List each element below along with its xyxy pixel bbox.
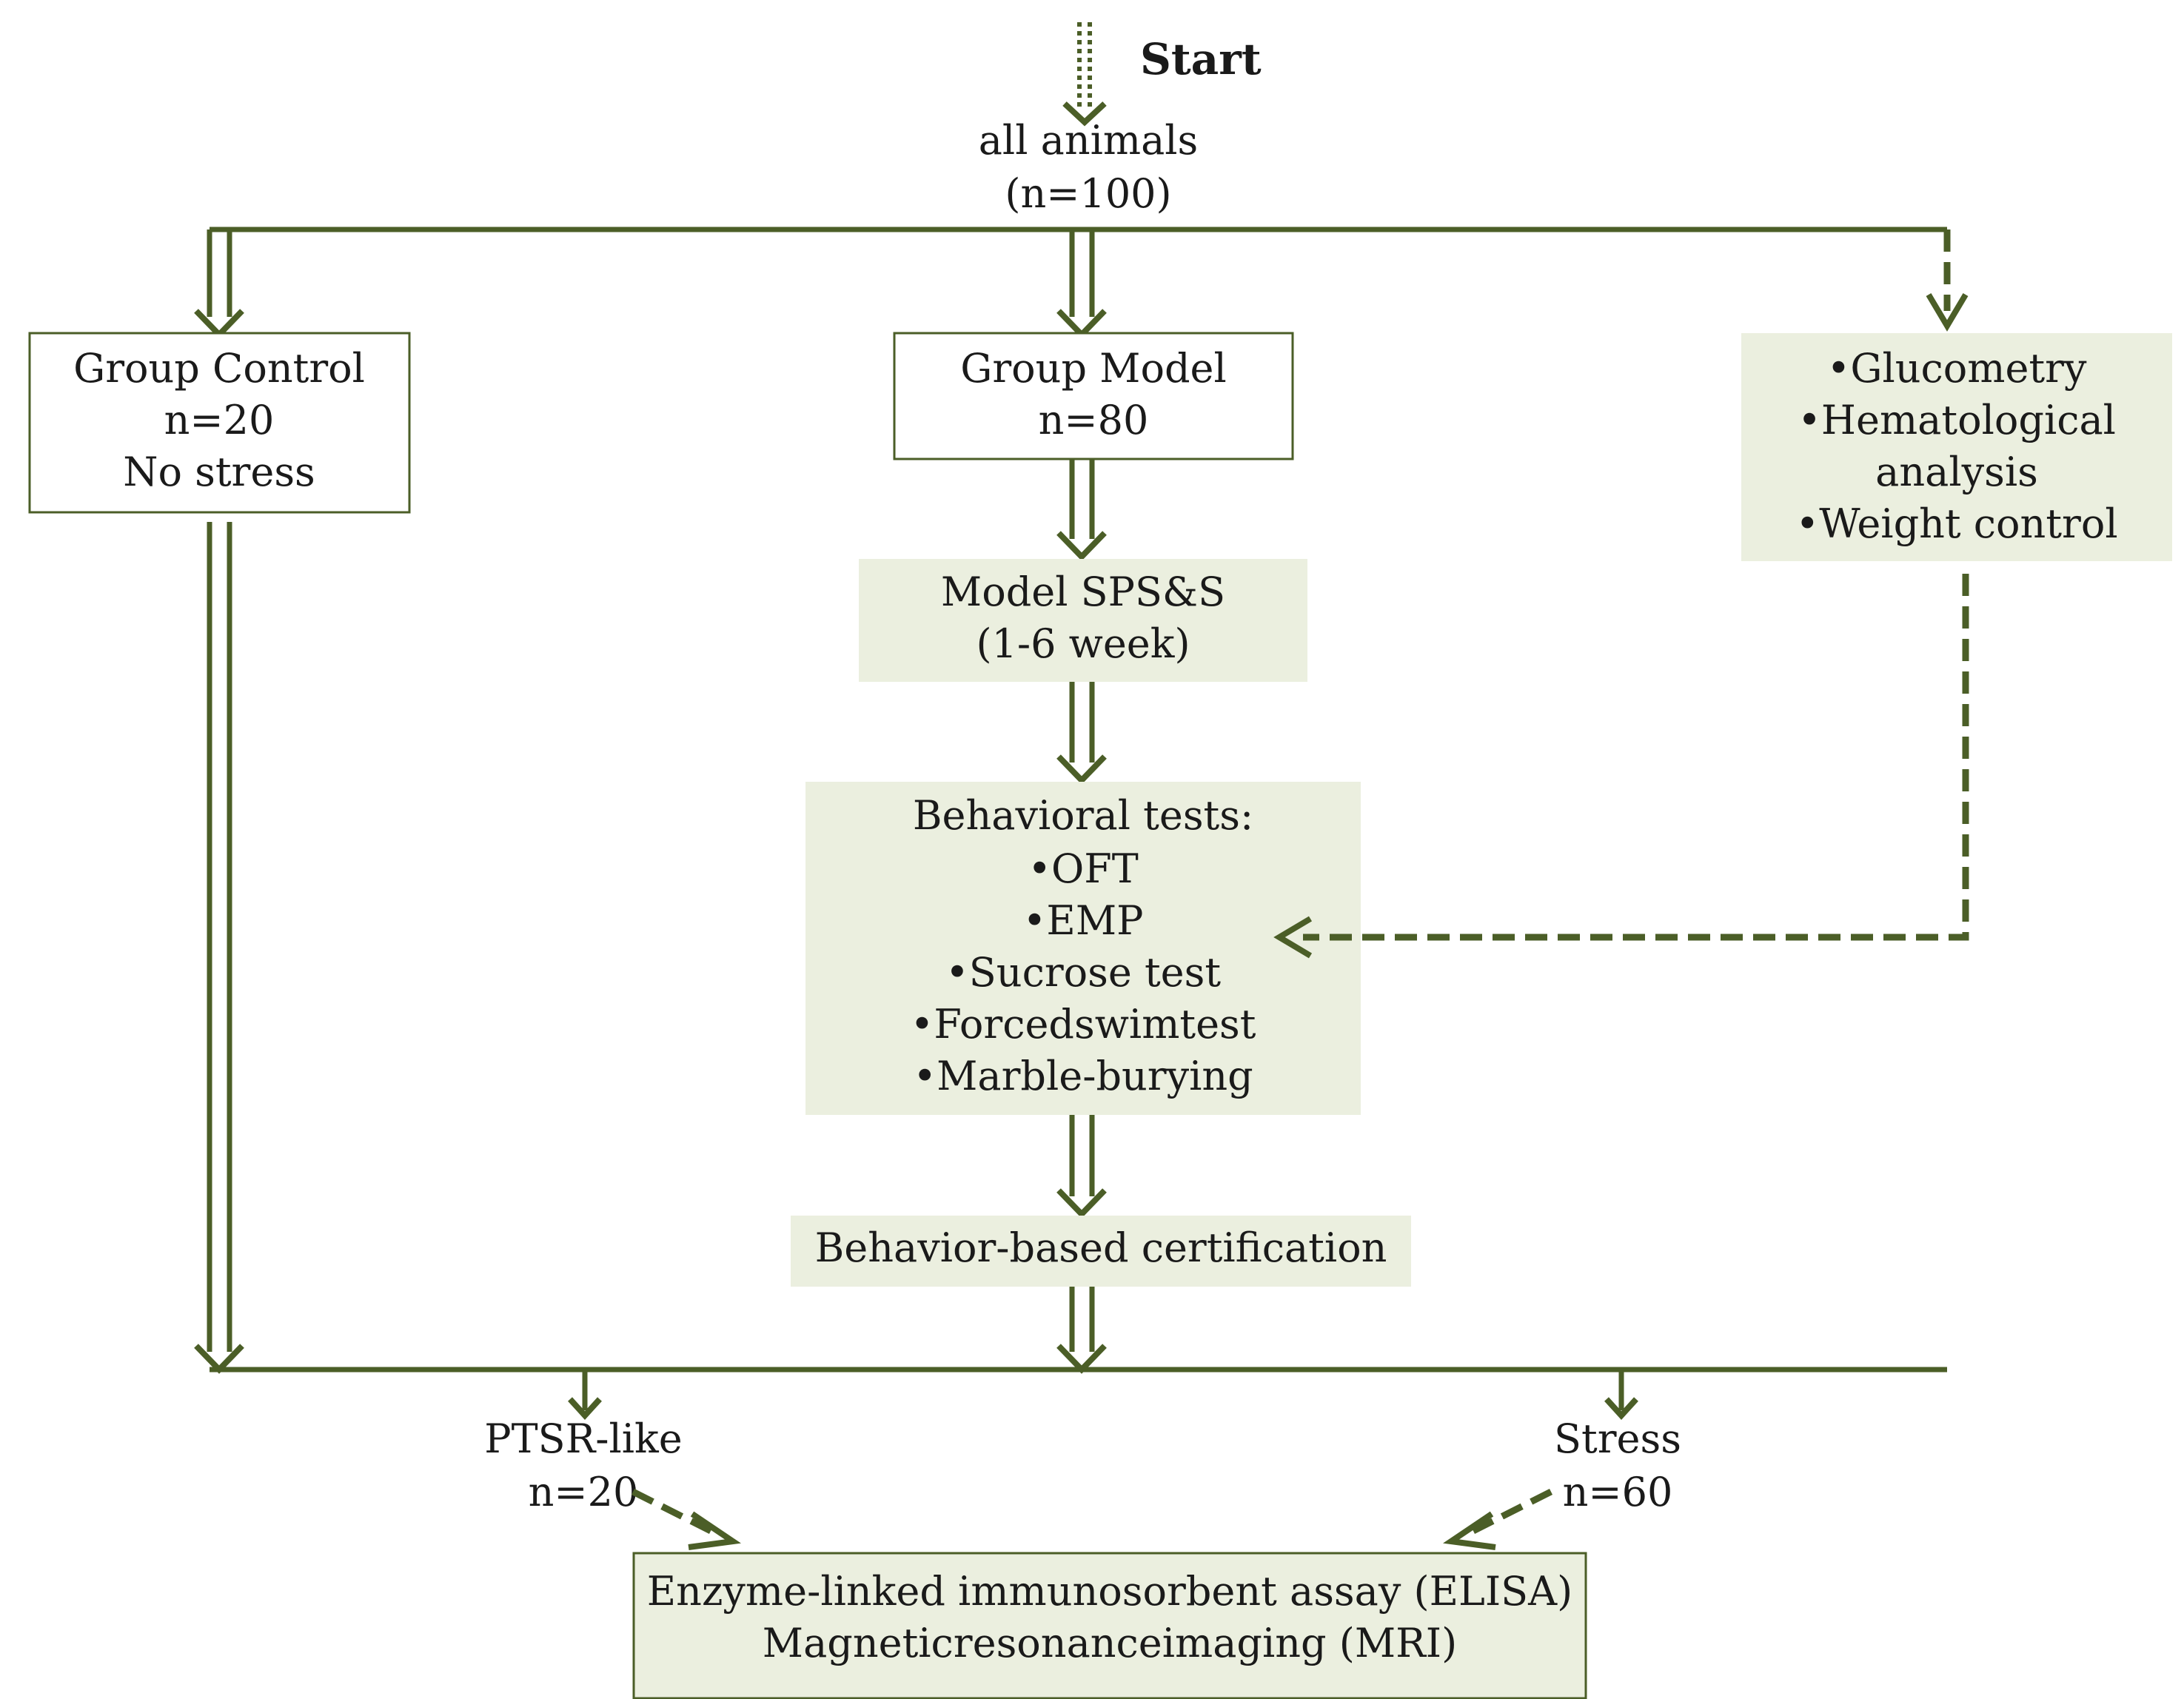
arrow-to-behavioral-tests: [1056, 682, 1107, 785]
behavioral-test-oft: •OFT: [1028, 845, 1139, 892]
group-control-box: [28, 332, 411, 514]
start-arrow: [1062, 22, 1107, 127]
all-animals-label: all animals: [979, 117, 1199, 164]
model-sps-title: Model SPS&S: [941, 569, 1225, 615]
arrow-to-stress: [1604, 1370, 1638, 1420]
monitoring-analysis: analysis: [1875, 449, 2038, 495]
stress-label: Stress: [1554, 1415, 1681, 1462]
group-model-box: [893, 332, 1294, 460]
arrow-to-model-sps: [1056, 459, 1107, 561]
group-model-title: Group Model: [960, 345, 1227, 392]
arrow-to-group-model: [1056, 229, 1107, 339]
arrow-monitoring-to-behavioral: [1273, 574, 1969, 959]
behavioral-test-swim: •Forcedswimtest: [911, 1001, 1256, 1048]
group-control-count: n=20: [164, 397, 275, 443]
certification-box: [791, 1216, 1411, 1287]
behavioral-test-sucrose: •Sucrose test: [945, 949, 1221, 996]
arrow-certification-to-merge: [1056, 1287, 1107, 1374]
behavioral-tests-title: Behavioral tests:: [913, 792, 1253, 839]
group-model-count: n=80: [1039, 397, 1149, 443]
certification-label: Behavior-based certification: [815, 1224, 1387, 1271]
group-control-note: No stress: [123, 449, 315, 495]
arrow-to-monitoring: [1926, 229, 1969, 332]
model-sps-duration: (1-6 week): [976, 620, 1190, 667]
behavioral-test-emp: •EMP: [1023, 897, 1144, 944]
arrow-to-group-control: [194, 229, 244, 339]
ptsr-count: n=20: [529, 1469, 639, 1515]
arrow-control-to-merge: [194, 522, 244, 1374]
final-mri: Magneticresonanceimaging (MRI): [763, 1620, 1457, 1666]
arrow-to-certification: [1056, 1115, 1107, 1219]
monitoring-weight: •Weight control: [1795, 500, 2117, 547]
arrow-stress-to-final: [1443, 1488, 1553, 1550]
group-control-title: Group Control: [73, 345, 365, 392]
model-sps-box: [859, 559, 1307, 682]
ptsr-label: PTSR-like: [484, 1415, 682, 1462]
monitoring-hematological: •Hematological: [1798, 397, 2116, 443]
stress-count: n=60: [1563, 1469, 1673, 1515]
monitoring-glucometry: •Glucometry: [1827, 345, 2087, 392]
arrow-to-ptsr: [568, 1370, 602, 1420]
monitoring-box: [1741, 333, 2172, 561]
arrow-ptsr-to-final: [631, 1488, 741, 1550]
final-elisa: Enzyme-linked immunosorbent assay (ELISA…: [647, 1568, 1572, 1615]
behavioral-test-marble: •Marble-burying: [913, 1053, 1253, 1099]
behavioral-tests-box: [805, 782, 1361, 1115]
all-animals-count: (n=100): [1005, 170, 1171, 217]
start-label: Start: [1140, 34, 1262, 84]
final-analysis-box: [632, 1552, 1587, 1699]
